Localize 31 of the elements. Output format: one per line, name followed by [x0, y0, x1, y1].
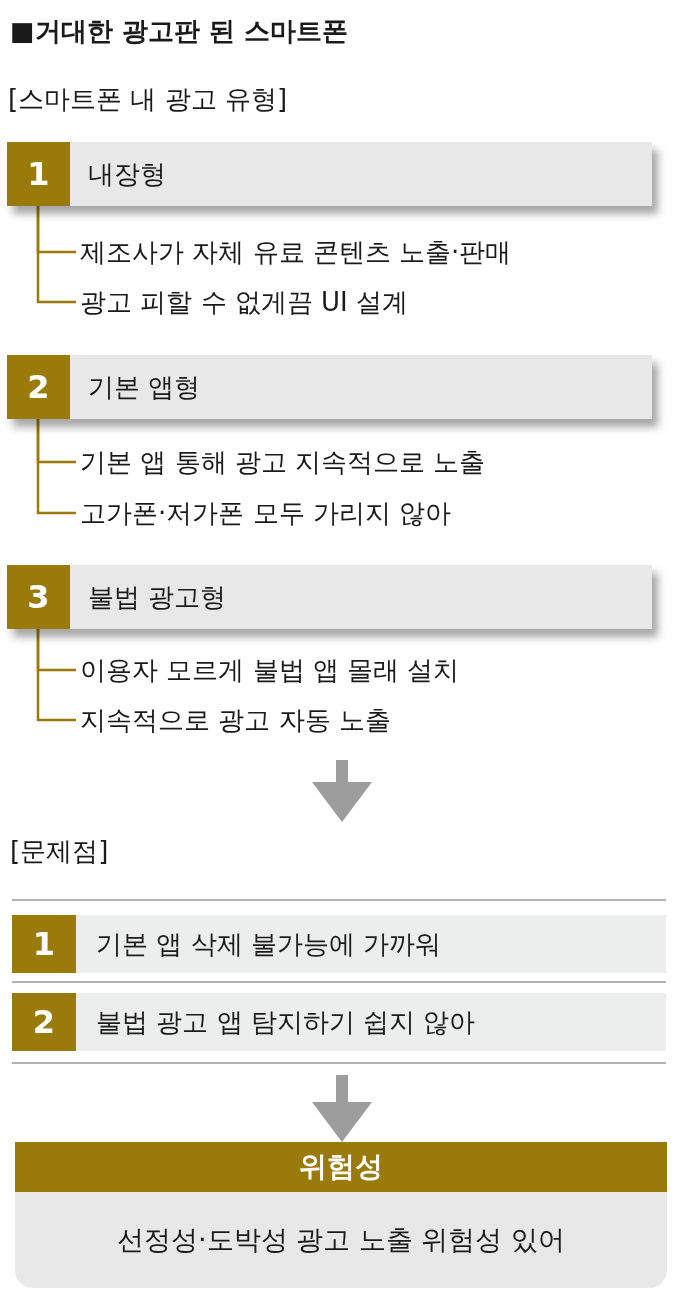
tree-line — [36, 419, 76, 515]
problem-text: 불법 광고 앱 탐지하기 쉽지 않아 — [96, 1006, 476, 1039]
problem-box — [12, 993, 666, 1051]
bullet-text: 지속적으로 광고 자동 노출 — [76, 700, 636, 740]
number-badge: 2 — [7, 355, 70, 419]
category-box — [7, 355, 652, 419]
problem-text: 기본 앱 삭제 불가능에 가까워 — [96, 928, 442, 961]
section-heading: [문제점] — [10, 835, 109, 868]
tree-line — [36, 629, 76, 722]
number-badge: 1 — [12, 915, 76, 973]
risk-box — [15, 1142, 667, 1288]
number-badge: 2 — [12, 993, 76, 1051]
bullet-text: 기본 앱 통해 광고 지속적으로 노출 — [76, 442, 636, 482]
category-heading: 불법 광고형 — [88, 581, 227, 614]
title: ■거대한 광고판 된 스마트폰 — [10, 15, 348, 48]
category-box — [7, 565, 652, 629]
bullet-text: 고가폰·저가폰 모두 가리지 않아 — [76, 493, 636, 533]
problem-box — [12, 915, 666, 973]
number-badge: 1 — [7, 142, 70, 206]
risk-text: 선정성·도박성 광고 노출 위험성 있어 — [116, 1223, 566, 1257]
category-heading: 기본 앱형 — [88, 371, 201, 404]
category-heading: 내장형 — [88, 158, 166, 191]
risk-heading: 위험성 — [15, 1142, 667, 1192]
bullet-text: 제조사가 자체 유료 콘텐츠 노출·판매 — [76, 232, 636, 272]
tree-line — [36, 206, 76, 304]
section-heading: [스마트폰 내 광고 유형] — [8, 83, 288, 116]
bullet-text: 광고 피할 수 없게끔 UI 설계 — [76, 282, 636, 322]
bullet-text: 이용자 모르게 불법 앱 몰래 설치 — [76, 650, 636, 690]
number-badge: 3 — [7, 565, 70, 629]
down-arrow — [312, 1075, 372, 1142]
category-box — [7, 142, 652, 206]
